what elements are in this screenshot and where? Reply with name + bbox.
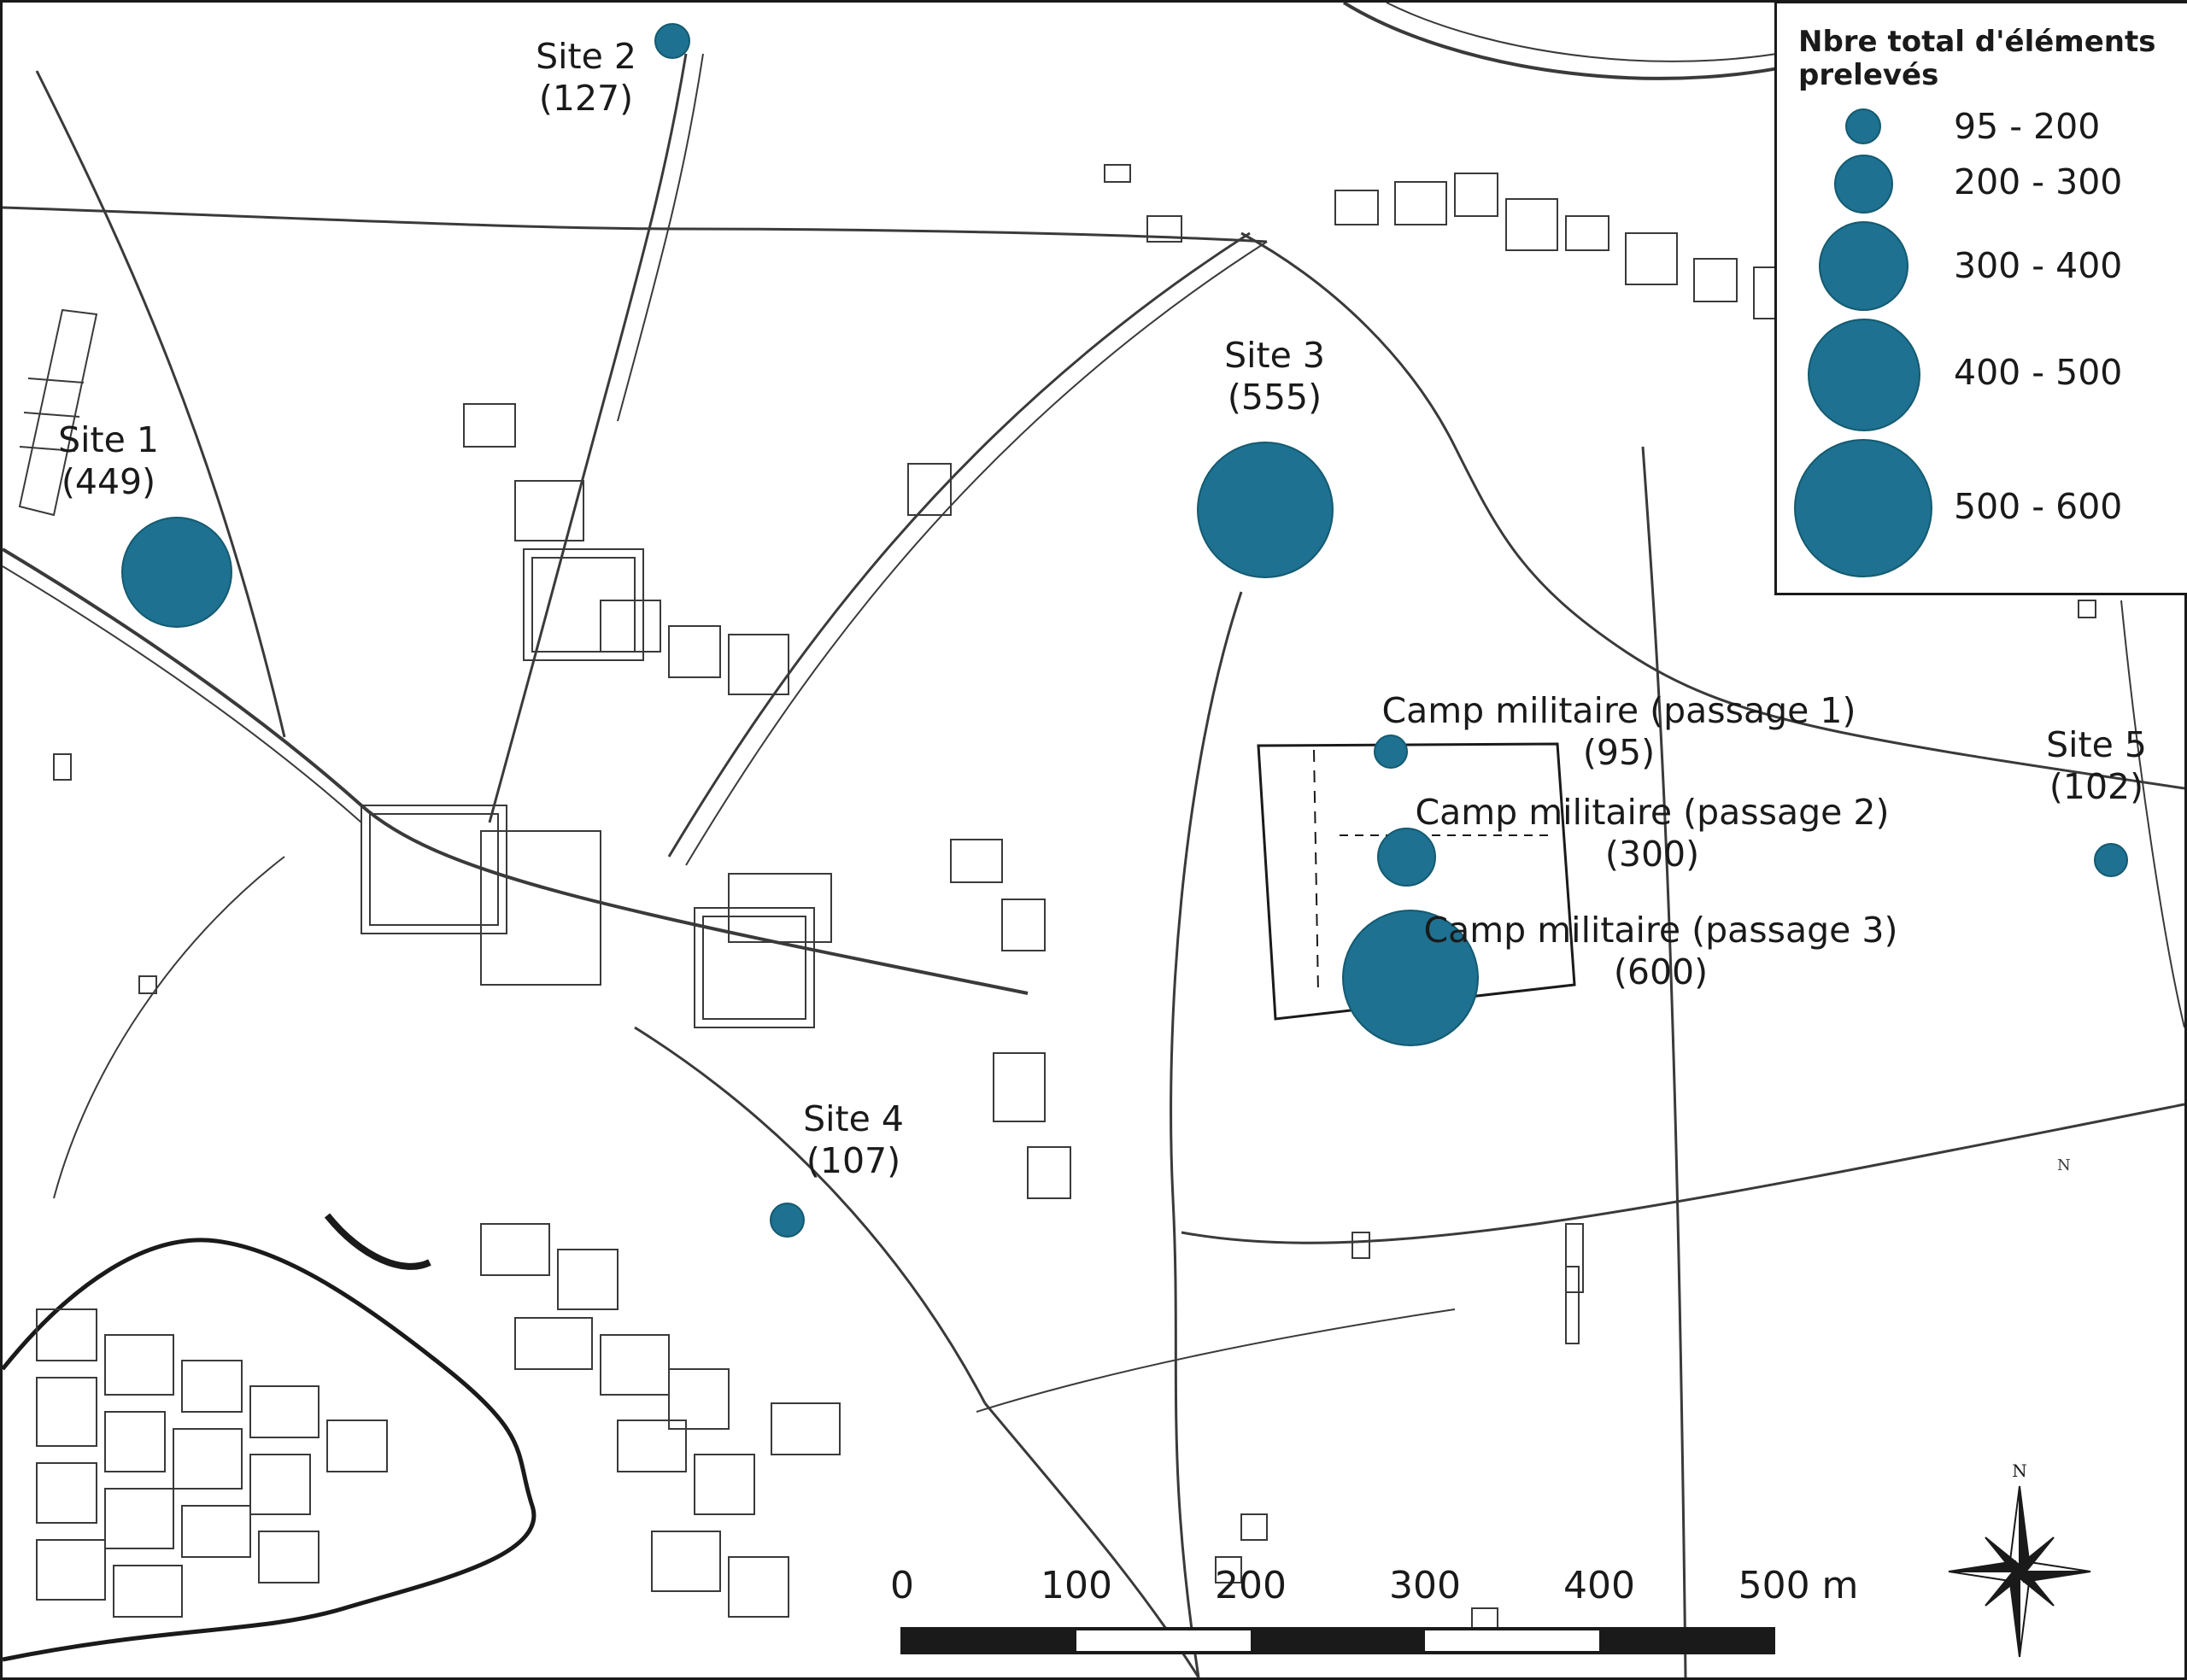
camp-passage-3-symbol[interactable] bbox=[1342, 910, 1479, 1046]
site-4-name: Site 4 bbox=[803, 1098, 904, 1139]
site-3-symbol[interactable] bbox=[1197, 442, 1334, 578]
site-5-name: Site 5 bbox=[2046, 724, 2147, 765]
basemap: N bbox=[3, 3, 2184, 1677]
site-4-symbol[interactable] bbox=[770, 1203, 805, 1238]
legend: Nbre total d'éléments prelevés 95 - 200 … bbox=[1774, 1, 2187, 595]
legend-symbol-400-500 bbox=[1808, 319, 1920, 431]
legend-symbol-300-400 bbox=[1819, 221, 1908, 311]
camp-passage-3-count: (600) bbox=[1613, 951, 1709, 992]
site-3-count: (555) bbox=[1227, 377, 1322, 418]
site-5-label: Site 5 (102) bbox=[2046, 724, 2147, 808]
legend-label-95-200: 95 - 200 bbox=[1954, 106, 2101, 147]
camp-passage-1-symbol[interactable] bbox=[1374, 735, 1408, 769]
legend-symbol-500-600 bbox=[1794, 439, 1932, 577]
camp-passage-2-name: Camp militaire (passage 2) bbox=[1415, 792, 1890, 833]
legend-label-500-600: 500 - 600 bbox=[1954, 486, 2123, 527]
svg-text:N: N bbox=[2057, 1156, 2071, 1174]
camp-passage-3-label: Camp militaire (passage 3) (600) bbox=[1423, 910, 1897, 993]
site-1-count: (449) bbox=[61, 461, 156, 502]
site-1-label: Site 1 (449) bbox=[58, 419, 159, 503]
camp-passage-1-label: Camp militaire (passage 1) (95) bbox=[1381, 690, 1856, 774]
site-1-name: Site 1 bbox=[58, 419, 159, 460]
camp-passage-1-name: Camp militaire (passage 1) bbox=[1381, 690, 1856, 731]
north-arrow-icon: N bbox=[1948, 1460, 2091, 1658]
site-2-label: Site 2 (127) bbox=[536, 36, 636, 120]
camp-passage-2-label: Camp militaire (passage 2) (300) bbox=[1415, 792, 1889, 875]
site-3-name: Site 3 bbox=[1224, 335, 1325, 376]
legend-symbol-200-300 bbox=[1834, 155, 1893, 214]
legend-label-200-300: 200 - 300 bbox=[1954, 161, 2123, 202]
site-4-count: (107) bbox=[806, 1140, 901, 1181]
camp-passage-2-count: (300) bbox=[1604, 834, 1700, 875]
scale-tick-200: 200 bbox=[1215, 1564, 1287, 1607]
scale-tick-300: 300 bbox=[1389, 1564, 1461, 1607]
camp-passage-2-symbol[interactable] bbox=[1377, 828, 1436, 887]
site-1-symbol[interactable] bbox=[121, 517, 232, 628]
site-5-count: (102) bbox=[2049, 766, 2144, 807]
scale-tick-500m: 500 m bbox=[1738, 1564, 1859, 1607]
camp-passage-3-name: Camp militaire (passage 3) bbox=[1423, 910, 1898, 951]
scale-tick-400: 400 bbox=[1563, 1564, 1635, 1607]
north-letter: N bbox=[2012, 1460, 2027, 1481]
site-3-label: Site 3 (555) bbox=[1224, 335, 1325, 419]
legend-label-400-500: 400 - 500 bbox=[1954, 352, 2123, 393]
site-2-name: Site 2 bbox=[536, 36, 636, 77]
site-5-symbol[interactable] bbox=[2094, 843, 2128, 877]
legend-symbol-95-200 bbox=[1845, 108, 1881, 144]
site-4-label: Site 4 (107) bbox=[803, 1098, 904, 1182]
legend-label-300-400: 300 - 400 bbox=[1954, 245, 2123, 286]
scale-tick-0: 0 bbox=[890, 1564, 914, 1607]
camp-passage-1-count: (95) bbox=[1582, 732, 1656, 773]
site-2-count: (127) bbox=[538, 78, 634, 119]
site-2-symbol[interactable] bbox=[654, 23, 690, 59]
scale-tick-100: 100 bbox=[1041, 1564, 1112, 1607]
scale-bar bbox=[900, 1627, 1775, 1654]
legend-title: Nbre total d'éléments prelevés bbox=[1798, 25, 2156, 92]
